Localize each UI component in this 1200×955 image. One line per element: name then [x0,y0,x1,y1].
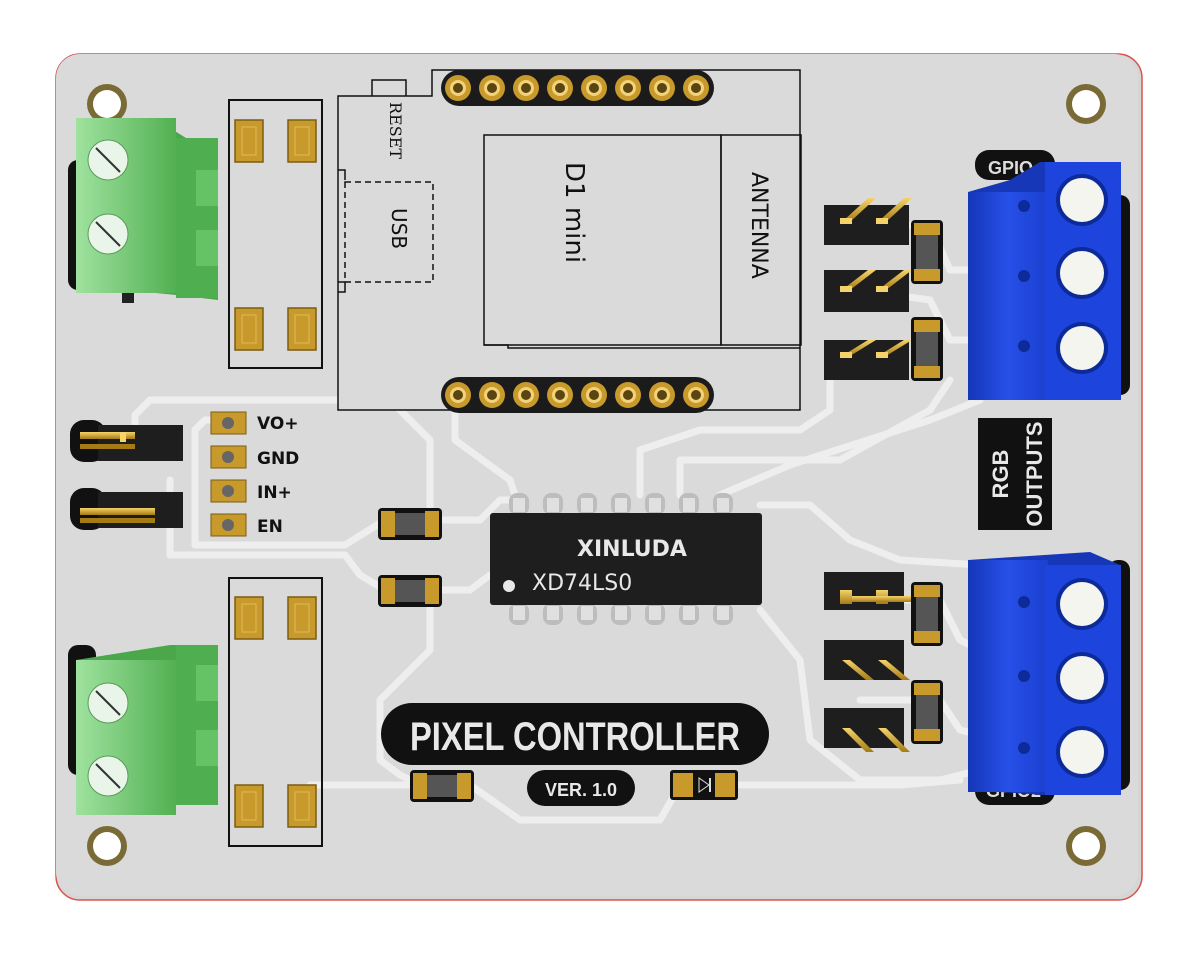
module-name: D1 mini [559,162,589,263]
jumper-left-top [70,420,183,462]
resistor-r4 [911,220,943,284]
ic-chip-74ls00 [490,513,762,605]
header-pin [547,382,573,408]
mounting-hole [1066,826,1106,866]
smd-footprint-bottom [228,577,323,847]
chip-pin [679,493,699,515]
antenna-label: ANTENNA [746,172,771,279]
pin-label-en: EN [257,517,283,537]
diode-d1 [670,770,738,800]
chip-pin [611,603,631,625]
chip-pin [509,493,529,515]
resistor-r3 [410,770,474,802]
resistor-r7 [911,680,943,744]
pcb-board [55,53,1143,901]
jumper-right-4 [824,572,912,610]
chip-pin [679,603,699,625]
header-pin [683,382,709,408]
header-pin [581,75,607,101]
rgb-outputs-label [978,418,1052,530]
output-terminal-bottom: GPIO2 [968,552,1130,805]
header-pin [513,75,539,101]
header-pin [513,382,539,408]
mounting-hole [1066,84,1106,124]
header-pin [445,75,471,101]
jumper-right-6 [824,708,910,752]
header-pin [615,75,641,101]
board-title: PIXEL CONTROLLER [410,715,740,759]
mounting-holes [87,84,1106,866]
header-pin [649,382,675,408]
power-terminal-top [68,118,218,303]
d1-header-bottom [441,377,714,413]
d1-mini-module [337,69,802,411]
chip-pin [577,493,597,515]
rgb-label: RGB [988,450,1013,499]
mounting-hole [87,84,127,124]
jumper-right-3 [824,340,912,380]
chip-pin [645,493,665,515]
header-pin [649,75,675,101]
pin-label-in-plus: IN+ [257,483,292,503]
header-pin [547,75,573,101]
usb-label: USB [387,208,411,249]
chip-pin [543,493,563,515]
resistor-r6 [911,582,943,646]
jumper-right-2 [824,270,912,312]
chip-pin [713,603,733,625]
chip-pin [611,493,631,515]
jumper-left-bottom [70,488,183,530]
header-pin [683,75,709,101]
d1-header-top-pins [445,75,709,101]
smd-footprint-top [228,99,323,369]
d1-header-top [441,70,714,106]
jumper-right-5 [824,640,910,680]
outputs-label: OUTPUTS [1022,421,1047,526]
chip-pin [577,603,597,625]
chip-pin [645,603,665,625]
chip-part: XD74LS0 [532,571,632,596]
title-badge [381,703,769,765]
version-badge [527,770,635,806]
pin-label-gnd: GND [257,449,299,469]
jumper-right-1 [824,198,912,245]
chip-pin [509,603,529,625]
reset-label: RESET [386,102,405,159]
board-version: VER. 1.0 [545,780,617,800]
chip-brand: XINLUDA [577,537,687,562]
ic-chip-pins [509,493,733,625]
regulator-pin-pads [210,411,247,537]
power-terminal-bottom [68,645,218,815]
resistor-r1 [378,508,442,540]
header-pin [615,382,641,408]
header-pin [581,382,607,408]
chip-pin [713,493,733,515]
d1-header-bottom-pins [445,382,709,408]
pin-label-vo-plus: VO+ [257,414,299,434]
header-pin [479,75,505,101]
chip-pin [543,603,563,625]
mounting-hole [87,826,127,866]
output-terminal-top: GPIO [968,150,1130,400]
resistor-r5 [911,317,943,381]
resistor-r2 [378,575,442,607]
header-pin [445,382,471,408]
header-pin [479,382,505,408]
